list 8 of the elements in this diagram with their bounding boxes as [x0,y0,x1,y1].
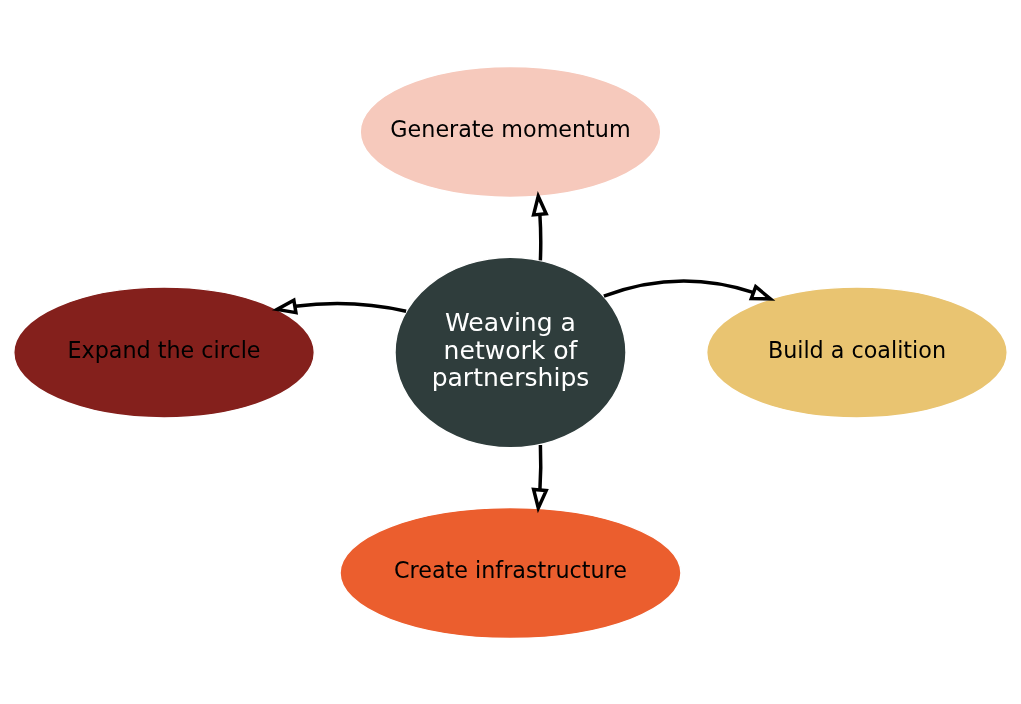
arrow [531,444,549,513]
node-ellipse: Weaving a network of partnerships [394,256,627,448]
node-ellipse: Generate momentum [359,65,662,198]
arrow [271,296,407,315]
arrow [531,190,549,260]
node-ellipse: Expand the circle [13,285,315,419]
node-ellipse: Create infrastructure [339,506,682,639]
arrow [603,278,776,301]
